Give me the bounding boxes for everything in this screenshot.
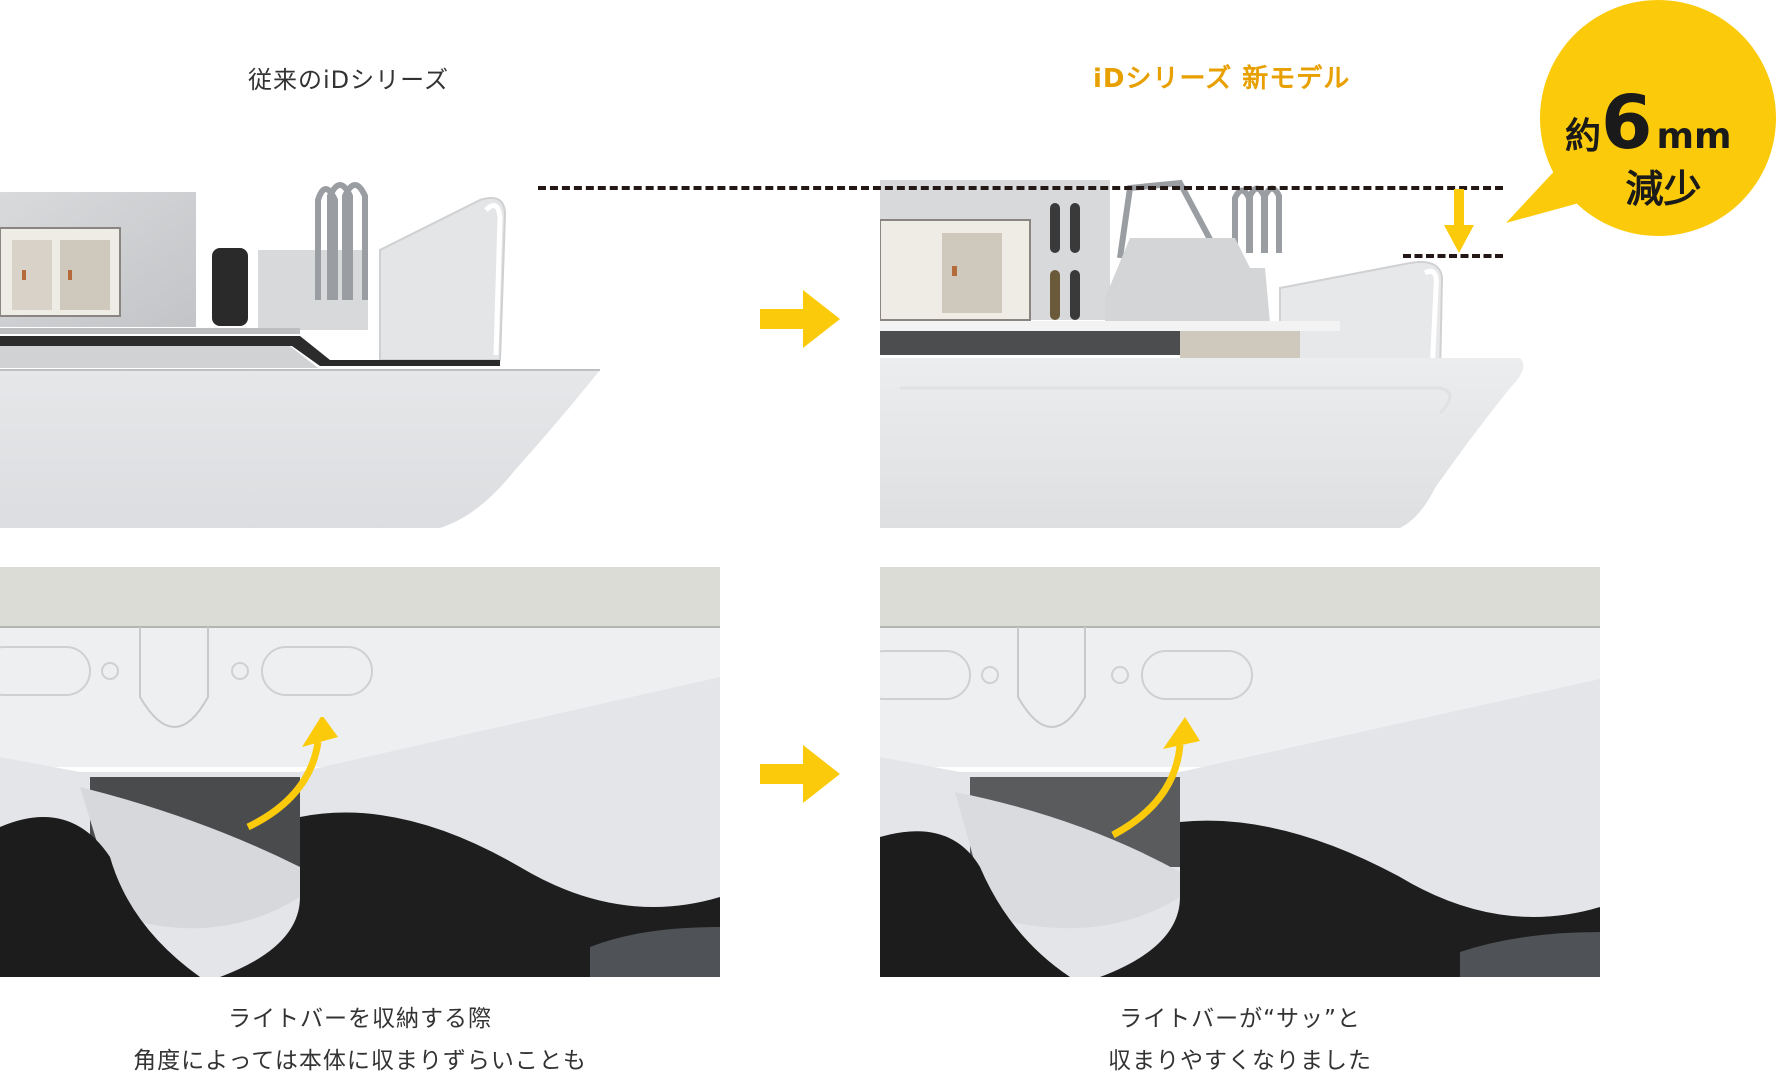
new-model-side-photo (880, 178, 1540, 528)
right-arrow-icon (760, 290, 840, 350)
badge-number: 6 (1601, 80, 1653, 166)
badge-unit: mm (1656, 116, 1732, 157)
old-model-heading: 従来のiDシリーズ (248, 66, 449, 94)
old-caption-line2: 角度によっては本体に収まりずらいことも (133, 1048, 587, 1074)
new-caption-line2: 収まりやすくなりました (1108, 1048, 1372, 1074)
old-caption-line1: ライトバーを収納する際 (228, 1006, 492, 1032)
badge-suffix: 減少 (1625, 167, 1702, 211)
new-model-heading: iDシリーズ 新モデル (1093, 64, 1351, 94)
old-model-caption: ライトバーを収納する際 角度によっては本体に収まりずらいことも (0, 998, 720, 1082)
curved-arrow-icon (240, 715, 340, 832)
right-arrow-icon (760, 745, 840, 805)
new-model-caption: ライトバーが“サッ”と 収まりやすくなりました (880, 998, 1600, 1082)
new-caption-line1: ライトバーが“サッ”と (1119, 1006, 1361, 1032)
old-model-insertion-photo (0, 567, 720, 977)
original-height-dashed-line (538, 186, 1503, 190)
badge-prefix: 約 (1565, 116, 1602, 157)
new-height-dashed-line (1403, 254, 1503, 258)
old-model-side-photo (0, 170, 600, 528)
new-model-insertion-photo (880, 567, 1600, 977)
curved-arrow-icon (1105, 717, 1205, 842)
down-arrow-icon (1444, 189, 1474, 253)
